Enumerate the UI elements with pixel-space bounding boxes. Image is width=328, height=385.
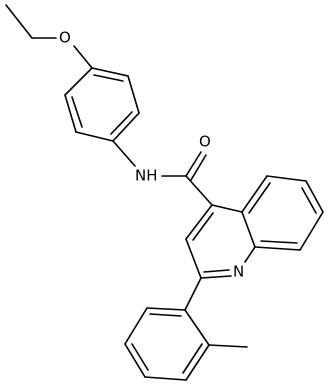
quinoline-pyridine-ring <box>185 204 256 279</box>
bond-tolyl-methyl <box>208 344 248 348</box>
benzo-bond-2 <box>266 175 307 182</box>
benzo-bond-3-inner <box>301 187 317 214</box>
tolyl-bond-3 <box>124 343 146 378</box>
bond-o-aryl <box>73 45 93 69</box>
ring-a-bond-5 <box>64 94 77 133</box>
ring-a-bond-1 <box>91 67 129 77</box>
pyr-bond-c8a-n <box>244 246 256 263</box>
amide-nitrogen-label: NH <box>135 167 158 185</box>
amide-linkage <box>112 140 213 206</box>
ring-a-bond-5-inner <box>71 96 83 128</box>
benzo-bond-5 <box>254 246 301 251</box>
ring-a-bond-6 <box>64 67 93 96</box>
pyr-bond-c4-c4a <box>211 204 243 213</box>
ethoxyphenyl-ring <box>64 67 140 142</box>
bond-carbonyl-quinoline <box>185 175 213 206</box>
tolyl-bond-5-inner <box>182 343 203 374</box>
pyr-bond-c2-c3 <box>185 238 202 279</box>
ring-a-bond-1-inner <box>93 74 124 82</box>
pyr-bond-c3-c4-inner <box>192 212 214 241</box>
benzo-bond-3 <box>305 180 324 213</box>
bond-quinoline-tolyl <box>184 277 202 311</box>
benzo-bond-1 <box>241 175 268 213</box>
ring-a-bond-2 <box>127 75 140 114</box>
tolyl-bond-4 <box>144 376 187 381</box>
tolyl-bond-3-inner <box>131 343 149 371</box>
ring-a-bond-3-inner <box>110 111 133 135</box>
benzo-bond-1-inner <box>248 182 271 214</box>
pyr-bond-n-c2 <box>200 275 232 279</box>
bond-carbonyl-o-1 <box>185 151 202 177</box>
bond-aryl-nh <box>112 140 136 167</box>
tolyl-ring <box>124 307 248 381</box>
tolyl-bond-2 <box>124 307 148 345</box>
ring-nitrogen-label: N <box>233 263 244 281</box>
ethoxy-group <box>5 4 93 69</box>
quinoline-benzo-ring <box>241 175 324 251</box>
pyr-bond-n-c2-inner <box>203 269 230 273</box>
carbonyl-oxygen-label: O <box>199 133 211 151</box>
tolyl-bond-5 <box>185 344 210 381</box>
ring-a-bond-3 <box>112 112 140 142</box>
bond-ch3-ch2 <box>5 4 33 39</box>
tolyl-bond-6 <box>184 309 210 346</box>
tolyl-bond-1 <box>146 307 186 311</box>
pyr-bond-c3-c4 <box>185 204 213 240</box>
benzo-bond-5-inner <box>260 240 298 244</box>
ether-oxygen-label: O <box>59 29 71 47</box>
pyr-bond-c4a-c8a <box>241 211 256 248</box>
bond-carbonyl-o-2 <box>190 154 207 181</box>
benzo-bond-4 <box>299 211 324 251</box>
tolyl-bond-1-inner <box>149 313 182 317</box>
ring-a-bond-4 <box>75 131 114 142</box>
